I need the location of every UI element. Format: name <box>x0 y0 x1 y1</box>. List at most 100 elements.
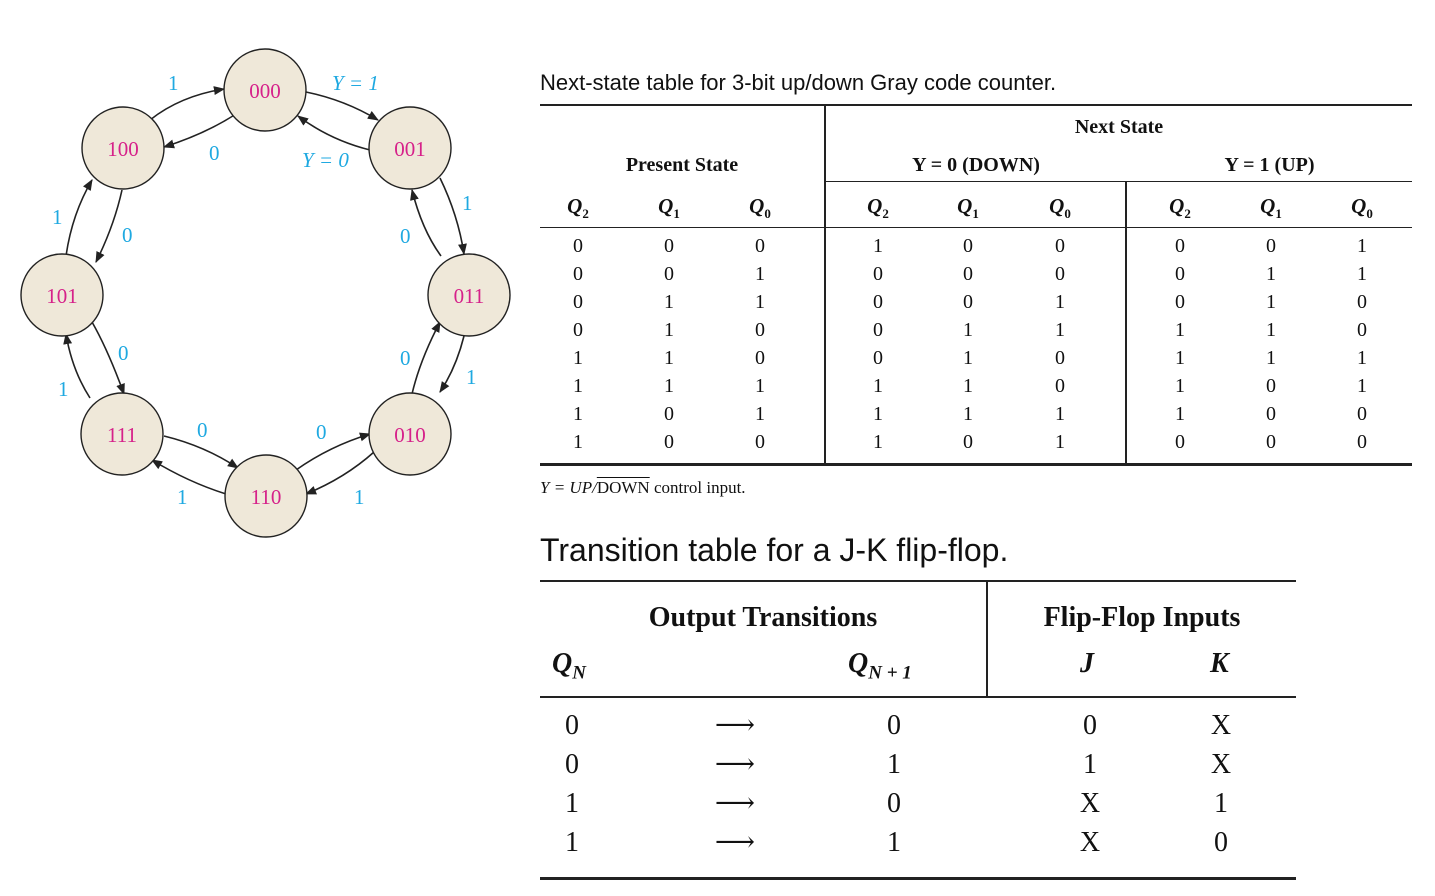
table-cell: 0 <box>755 431 765 453</box>
col-header-j: J <box>1080 648 1094 679</box>
edge-label: 1 <box>177 485 188 509</box>
table-cell: X <box>1210 710 1232 741</box>
table-cell: 1 <box>755 263 765 285</box>
table-cell: 1 <box>664 375 674 397</box>
col-header-q0: Q0 <box>1351 194 1373 222</box>
table-cell: 1 <box>1214 788 1228 819</box>
col-header-q0: Q0 <box>1049 194 1071 222</box>
table-cell: 1 <box>887 827 901 858</box>
control-input-note: Y = UP/DOWN control input. <box>540 478 746 498</box>
edge-label: 0 <box>400 224 411 248</box>
table-cell: 1 <box>1175 319 1185 341</box>
state-node-010: 010 <box>368 392 452 476</box>
table-cell: 0 <box>873 263 883 285</box>
table-cell: 1 <box>1055 319 1065 341</box>
table-cell: 0 <box>573 291 583 313</box>
table-cell: 0 <box>963 431 973 453</box>
edge-label: 0 <box>118 341 129 365</box>
table-cell: 1 <box>1055 403 1065 425</box>
table-cell: 0 <box>755 347 765 369</box>
table-cell: 0 <box>873 319 883 341</box>
table-cell: 1 <box>1357 263 1367 285</box>
table-cell: 1 <box>1266 263 1276 285</box>
svg-text:101: 101 <box>46 284 78 308</box>
jk-table-title: Transition table for a J-K flip-flop. <box>540 532 1009 568</box>
table-cell: 1 <box>573 347 583 369</box>
arrow-001-to-011 <box>439 177 467 256</box>
arrow-100-to-101 <box>95 189 123 264</box>
arrow-010-to-110 <box>304 451 375 495</box>
svg-text:110: 110 <box>251 485 282 509</box>
edge-label-y0: Y = 0 <box>302 148 349 172</box>
header-present-state: Present State <box>625 154 739 176</box>
table-cell: 0 <box>1266 375 1276 397</box>
table-cell: 0 <box>1055 347 1065 369</box>
table-cell: 1 <box>1175 347 1185 369</box>
table-cell: 0 <box>873 291 883 313</box>
arrow-000-to-001 <box>305 91 379 121</box>
svg-text:111: 111 <box>107 423 137 447</box>
table-cell: 1 <box>565 827 579 858</box>
table-cell: 0 <box>755 235 765 257</box>
transition-arrow: ⟶ <box>714 749 756 780</box>
table-cell: 1 <box>1175 403 1185 425</box>
edge-label: 1 <box>466 365 477 389</box>
table-cell: 1 <box>887 749 901 780</box>
state-node-011: 011 <box>427 253 511 337</box>
table-cell: 1 <box>573 375 583 397</box>
table-cell: 1 <box>1266 291 1276 313</box>
note-suffix: control input. <box>649 478 746 497</box>
table-cell: 1 <box>873 403 883 425</box>
header-y1-up: Y = 1 (UP) <box>1224 154 1315 176</box>
note-overline: DOWN <box>596 478 650 497</box>
table-cell: 1 <box>664 291 674 313</box>
next-state-table-title: Next-state table for 3-bit up/down Gray … <box>540 70 1057 95</box>
table-cell: 1 <box>963 319 973 341</box>
arrow-111-to-110 <box>163 435 239 469</box>
table-cell: 0 <box>1055 263 1065 285</box>
svg-text:000: 000 <box>249 79 281 103</box>
table-cell: 1 <box>565 788 579 819</box>
table-rule <box>540 580 1296 582</box>
table-cell: 1 <box>963 375 973 397</box>
col-header-q0: Q0 <box>749 194 771 222</box>
table-cell: 1 <box>1357 347 1367 369</box>
table-cell: 1 <box>873 431 883 453</box>
arrow-010-to-011 <box>411 321 441 395</box>
table-rule <box>540 877 1296 880</box>
table-cell: 1 <box>963 403 973 425</box>
edge-label: 1 <box>58 377 69 401</box>
table-cell: 0 <box>1357 431 1367 453</box>
edge-label: 0 <box>400 346 411 370</box>
table-cell: 0 <box>873 347 883 369</box>
table-cell: 1 <box>755 291 765 313</box>
edge-label: 0 <box>316 420 327 444</box>
svg-text:100: 100 <box>107 137 139 161</box>
table-cell: 0 <box>565 749 579 780</box>
table-cell: 1 <box>664 319 674 341</box>
table-cell: 0 <box>573 263 583 285</box>
state-node-000: 000 <box>223 48 307 132</box>
table-cell: 1 <box>1357 235 1367 257</box>
table-cell: 1 <box>1175 375 1185 397</box>
table-cell: 1 <box>755 403 765 425</box>
table-cell: 1 <box>1055 431 1065 453</box>
table-cell: X <box>1210 749 1232 780</box>
transition-arrow: ⟶ <box>714 827 756 858</box>
transition-arrow: ⟶ <box>714 710 756 741</box>
arrow-110-to-010 <box>295 432 372 471</box>
table-cell: 1 <box>573 403 583 425</box>
edge-label: 0 <box>209 141 220 165</box>
state-node-110: 110 <box>224 454 308 538</box>
table-cell: 1 <box>963 347 973 369</box>
edge-label: 1 <box>354 485 365 509</box>
table-cell: 1 <box>1266 347 1276 369</box>
arrow-001-to-000 <box>297 115 371 151</box>
table-cell: 0 <box>1266 235 1276 257</box>
table-cell: 0 <box>664 235 674 257</box>
col-header-qn: QN <box>552 648 586 684</box>
table-cell: 0 <box>1357 403 1367 425</box>
table-rule <box>540 227 1412 228</box>
table-cell: 0 <box>963 263 973 285</box>
table-cell: 0 <box>565 710 579 741</box>
